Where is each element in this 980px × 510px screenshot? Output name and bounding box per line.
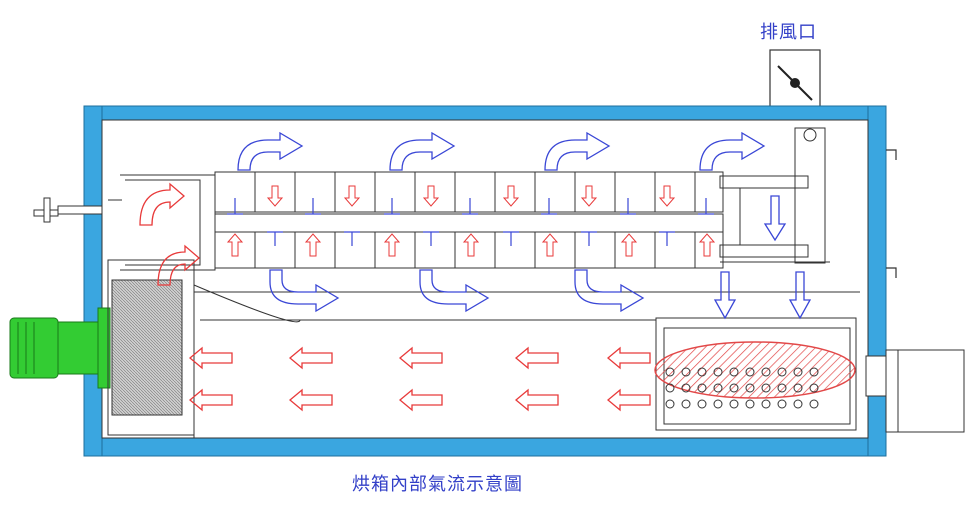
curved-arrow-icon [139,182,185,226]
diagram-caption: 烘箱內部氣流示意圖 [352,474,523,495]
pulley-icon [803,128,817,142]
down-arrow-icon [422,185,440,207]
return-air-down-arrows [713,195,812,320]
down-arrow-icon [502,185,520,207]
down-arrow-icon [763,195,787,242]
circulation-fan [107,259,195,436]
up-arrow-icon [304,233,322,257]
left-arrow-icon [288,388,333,412]
exhaust-port-label: 排風口 [760,22,817,43]
left-arrow-icon [188,388,233,412]
left-arrow-icon [606,388,651,412]
up-arrow-icon [620,233,638,257]
up-arrow-icon [698,233,716,257]
down-arrow-icon [343,185,361,207]
curved-arrow-icon [419,269,490,313]
left-arrow-icon [514,346,559,370]
down-arrow-icon [580,185,598,207]
damper-icon [790,78,800,88]
curved-arrow-icon [574,269,645,313]
curved-arrow-icon [157,244,200,286]
return-air-top-arrows [237,131,766,171]
curved-arrow-icon [389,131,456,171]
left-arrow-icon [288,346,333,370]
down-arrow-icon [266,185,284,207]
burner-box [654,317,857,431]
left-arrow-icon [188,346,233,370]
left-arrow-icon [606,346,651,370]
burner-holes [665,367,819,409]
fan-motor [9,307,111,389]
up-arrow-icon [383,233,401,257]
exhaust-chimney [769,49,821,109]
left-arrow-icon [398,388,443,412]
left-arrow-icon [398,346,443,370]
right-bracket [719,127,830,264]
manifold-red-arrows [226,185,716,257]
down-arrow-icon [658,185,676,207]
curved-arrow-icon [544,131,611,171]
return-air-bottom-arrows [269,269,645,313]
upper-duct [214,171,724,269]
hot-air-flow-arrows [188,346,651,412]
curved-arrow-icon [699,131,766,171]
external-burner [865,349,965,433]
door-handles [886,149,897,278]
up-arrow-icon [226,233,244,257]
curved-arrow-icon [269,269,340,313]
left-handle [33,197,103,223]
left-arrow-icon [514,388,559,412]
curved-arrow-icon [237,131,304,171]
down-arrow-icon [788,271,812,320]
down-arrow-icon [713,271,737,320]
nozzle-markers [227,198,714,246]
up-arrow-icon [462,233,480,257]
inlet-curved-arrows [139,182,200,286]
up-arrow-icon [541,233,559,257]
